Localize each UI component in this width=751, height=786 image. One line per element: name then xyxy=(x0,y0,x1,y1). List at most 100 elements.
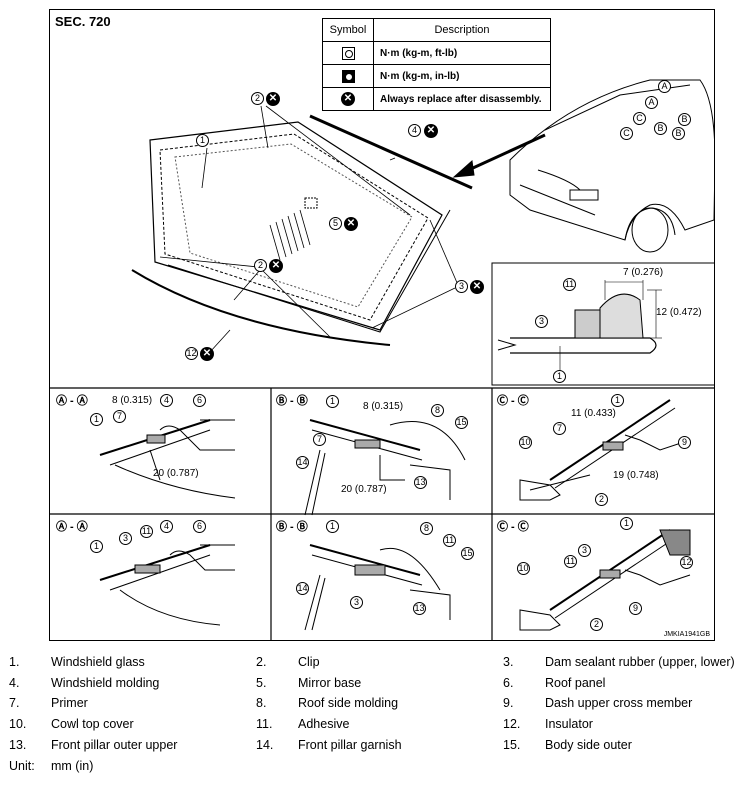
dimension-label: 20 (0.787) xyxy=(153,468,199,479)
legend-text: Windshield molding xyxy=(51,676,160,690)
legend-text: Roof panel xyxy=(545,676,606,690)
legend-row: 7.Primer 8.Roof side molding 9.Dash uppe… xyxy=(9,696,749,714)
replace-x-icon: ✕ xyxy=(266,92,280,106)
symbol-description: Always replace after disassembly. xyxy=(373,87,551,111)
replace-x-icon: ✕ xyxy=(344,217,358,231)
callout-clip: 2 xyxy=(254,259,267,272)
black-ceramic-band xyxy=(174,143,413,308)
section-label-aa: Ⓐ - Ⓐ xyxy=(56,521,88,533)
legend-row: 1.Windshield glass 2.Clip 3.Dam sealant … xyxy=(9,655,749,673)
callout-section-c: C xyxy=(633,112,646,125)
callout-mirror-base: 5 xyxy=(329,217,342,230)
section-number: SEC. 720 xyxy=(55,14,111,29)
legend-text: Windshield glass xyxy=(51,655,145,669)
callout-dam-sealant: 3 xyxy=(535,315,548,328)
callout-body-side-outer: 15 xyxy=(455,416,468,429)
section-bb-upper-drawing xyxy=(304,419,466,516)
cowl-strip xyxy=(131,269,391,346)
legend-row: 4. Windshield molding 5. Mirror base 6. Roo… xyxy=(9,676,749,694)
legend-number: 14. xyxy=(256,738,274,752)
windshield-glass-outline xyxy=(149,121,443,331)
symbol-table-row: N·m (kg-m, in-lb) xyxy=(322,64,551,88)
diagram-drawing xyxy=(50,79,714,640)
callout-windshield-molding: 4 xyxy=(160,394,173,407)
unit-value: mm (in) xyxy=(51,759,94,773)
legend-number: 6. xyxy=(503,676,514,690)
legend-text: Front pillar garnish xyxy=(298,738,402,752)
callout-front-pillar-outer-upper: 13 xyxy=(413,602,426,615)
legend-number: 11. xyxy=(256,717,273,731)
callout-dash-upper-cross-member: 9 xyxy=(678,436,691,449)
replace-x-icon: ✕ xyxy=(424,124,438,138)
symbol-description: N·m (kg-m, ft-lb) xyxy=(373,41,551,65)
callout-adhesive: 11 xyxy=(140,525,153,538)
legend-number: 1. xyxy=(9,655,20,669)
legend-number: 15. xyxy=(503,738,521,752)
legend-text: Primer xyxy=(51,696,88,710)
callout-clip: 2 xyxy=(595,493,608,506)
callout-section-b: B xyxy=(678,113,691,126)
callout-section-a: A xyxy=(645,96,658,109)
callout-dash-upper-cross-member: 9 xyxy=(629,602,642,615)
dimension-label: 20 (0.787) xyxy=(341,484,387,495)
legend-text: Dash upper cross member xyxy=(545,696,693,710)
legend-number: 13. xyxy=(9,738,27,752)
symbol-table-row: N·m (kg-m, ft-lb) xyxy=(322,41,551,65)
legend-text: Front pillar outer upper xyxy=(51,738,178,752)
figure-id: JMKIA1941GB xyxy=(663,631,710,638)
section-label-cc: Ⓒ - Ⓒ xyxy=(497,395,529,407)
legend-number: 5. xyxy=(256,676,267,690)
callout-cowl-top-cover: 10 xyxy=(519,436,532,449)
callout-front-pillar-garnish: 14 xyxy=(296,582,309,595)
callout-section-b: B xyxy=(672,127,685,140)
callout-dam-sealant: 3 xyxy=(119,532,132,545)
sealant-detail-drawing xyxy=(497,280,662,370)
callout-adhesive: 11 xyxy=(443,534,456,547)
callout-primer: 7 xyxy=(313,433,326,446)
callout-dam-sealant: 3 xyxy=(578,544,591,557)
legend-text: Dam sealant rubber (upper, lower) xyxy=(545,655,735,669)
legend-number: 3. xyxy=(503,655,514,669)
legend-text: Clip xyxy=(298,655,320,669)
callout-windshield-glass: 1 xyxy=(196,134,209,147)
callout-roof-panel: 6 xyxy=(193,520,206,533)
section-cc-upper-drawing xyxy=(519,399,691,501)
legend-row: 10.Cowl top cover 11.Adhesive 12.Insulat… xyxy=(9,717,749,735)
symbol-table-header-row: Symbol Description xyxy=(322,18,551,42)
legend-text: Body side outer xyxy=(545,738,632,752)
dimension-label: 11 (0.433) xyxy=(571,408,616,419)
symbol-description: N·m (kg-m, in-lb) xyxy=(373,64,551,88)
mirror-base-outline xyxy=(304,197,318,209)
callout-primer: 7 xyxy=(113,410,126,423)
callout-windshield-molding: 4 xyxy=(408,124,421,137)
callout-windshield-glass: 1 xyxy=(326,395,339,408)
legend-number: 4. xyxy=(9,676,20,690)
section-cc-lower-drawing xyxy=(519,529,691,631)
callout-dam-sealant: 3 xyxy=(455,280,468,293)
callout-windshield-glass: 1 xyxy=(90,540,103,553)
section-bb-lower-drawing xyxy=(304,544,451,631)
section-label-cc: Ⓒ - Ⓒ xyxy=(497,521,529,533)
callout-windshield-molding: 4 xyxy=(160,520,173,533)
callout-dam-sealant: 3 xyxy=(350,596,363,609)
unit-label: Unit: xyxy=(9,759,35,773)
symbol-table: Symbol Description N·m (kg-m, ft-lb) N·m… xyxy=(322,18,551,111)
callout-insulator: 12 xyxy=(680,556,693,569)
legend-number: 9. xyxy=(503,696,514,710)
view-arrow-head xyxy=(452,160,475,178)
windshield-molding xyxy=(309,114,473,190)
dimension-label: 19 (0.748) xyxy=(613,470,659,481)
legend-text: Adhesive xyxy=(298,717,350,731)
symbol-table-row: ✕ Always replace after disassembly. xyxy=(322,87,551,111)
dimension-label: 12 (0.472) xyxy=(656,307,702,318)
callout-section-a: A xyxy=(658,80,671,93)
callout-front-pillar-garnish: 14 xyxy=(296,456,309,469)
callout-adhesive: 11 xyxy=(563,278,576,291)
callout-clip: 2 xyxy=(590,618,603,631)
section-label-bb: Ⓑ - Ⓑ xyxy=(276,521,308,533)
dam-sealant-rubber xyxy=(167,209,451,333)
legend-text: Mirror base xyxy=(298,676,362,690)
sealant-detail-box xyxy=(491,262,714,386)
legend-number: 8. xyxy=(256,696,267,710)
legend-number: 7. xyxy=(9,696,20,710)
